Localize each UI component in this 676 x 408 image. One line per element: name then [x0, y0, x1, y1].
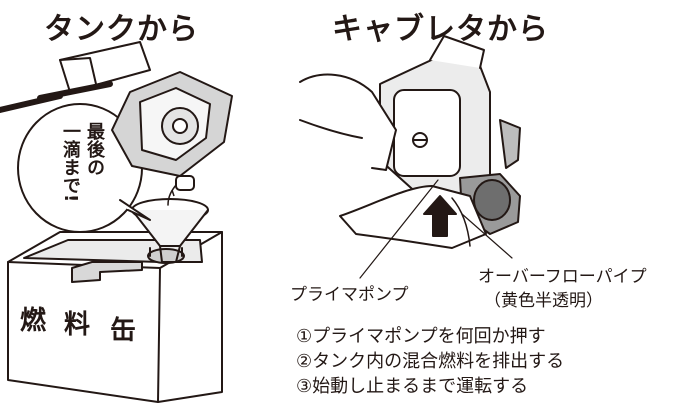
step-1: ①プライマポンプを何回か押す [296, 326, 546, 347]
primer-pump-label: プライマポンプ [290, 285, 409, 305]
left-heading: タンクから [44, 12, 199, 47]
can-label-char-2: 料 [64, 310, 91, 340]
primer-leader-line [359, 179, 439, 279]
carburetor-illustration [299, 35, 521, 249]
step-2: ②タンク内の混合燃料を排出する [296, 351, 565, 372]
can-label-char-1: 燃 [20, 306, 47, 336]
overflow-pipe-note: （黄色半透明） [484, 291, 603, 311]
fuel-can-illustration [7, 231, 223, 403]
bubble-text-col2: 一滴まで! [60, 122, 81, 203]
right-heading: キャブレタから [332, 12, 549, 47]
step-3: ③始動し止まるまで運転する [296, 376, 529, 397]
bubble-text-col1: 最後の [84, 122, 105, 176]
overflow-leader-line [461, 213, 513, 259]
funnel-illustration [131, 184, 209, 263]
speech-bubble [17, 103, 151, 233]
can-label-char-3: 缶 [110, 316, 137, 346]
overflow-pipe-label: オーバーフローパイプ [478, 267, 647, 287]
engine-tipped-illustration [0, 41, 233, 191]
